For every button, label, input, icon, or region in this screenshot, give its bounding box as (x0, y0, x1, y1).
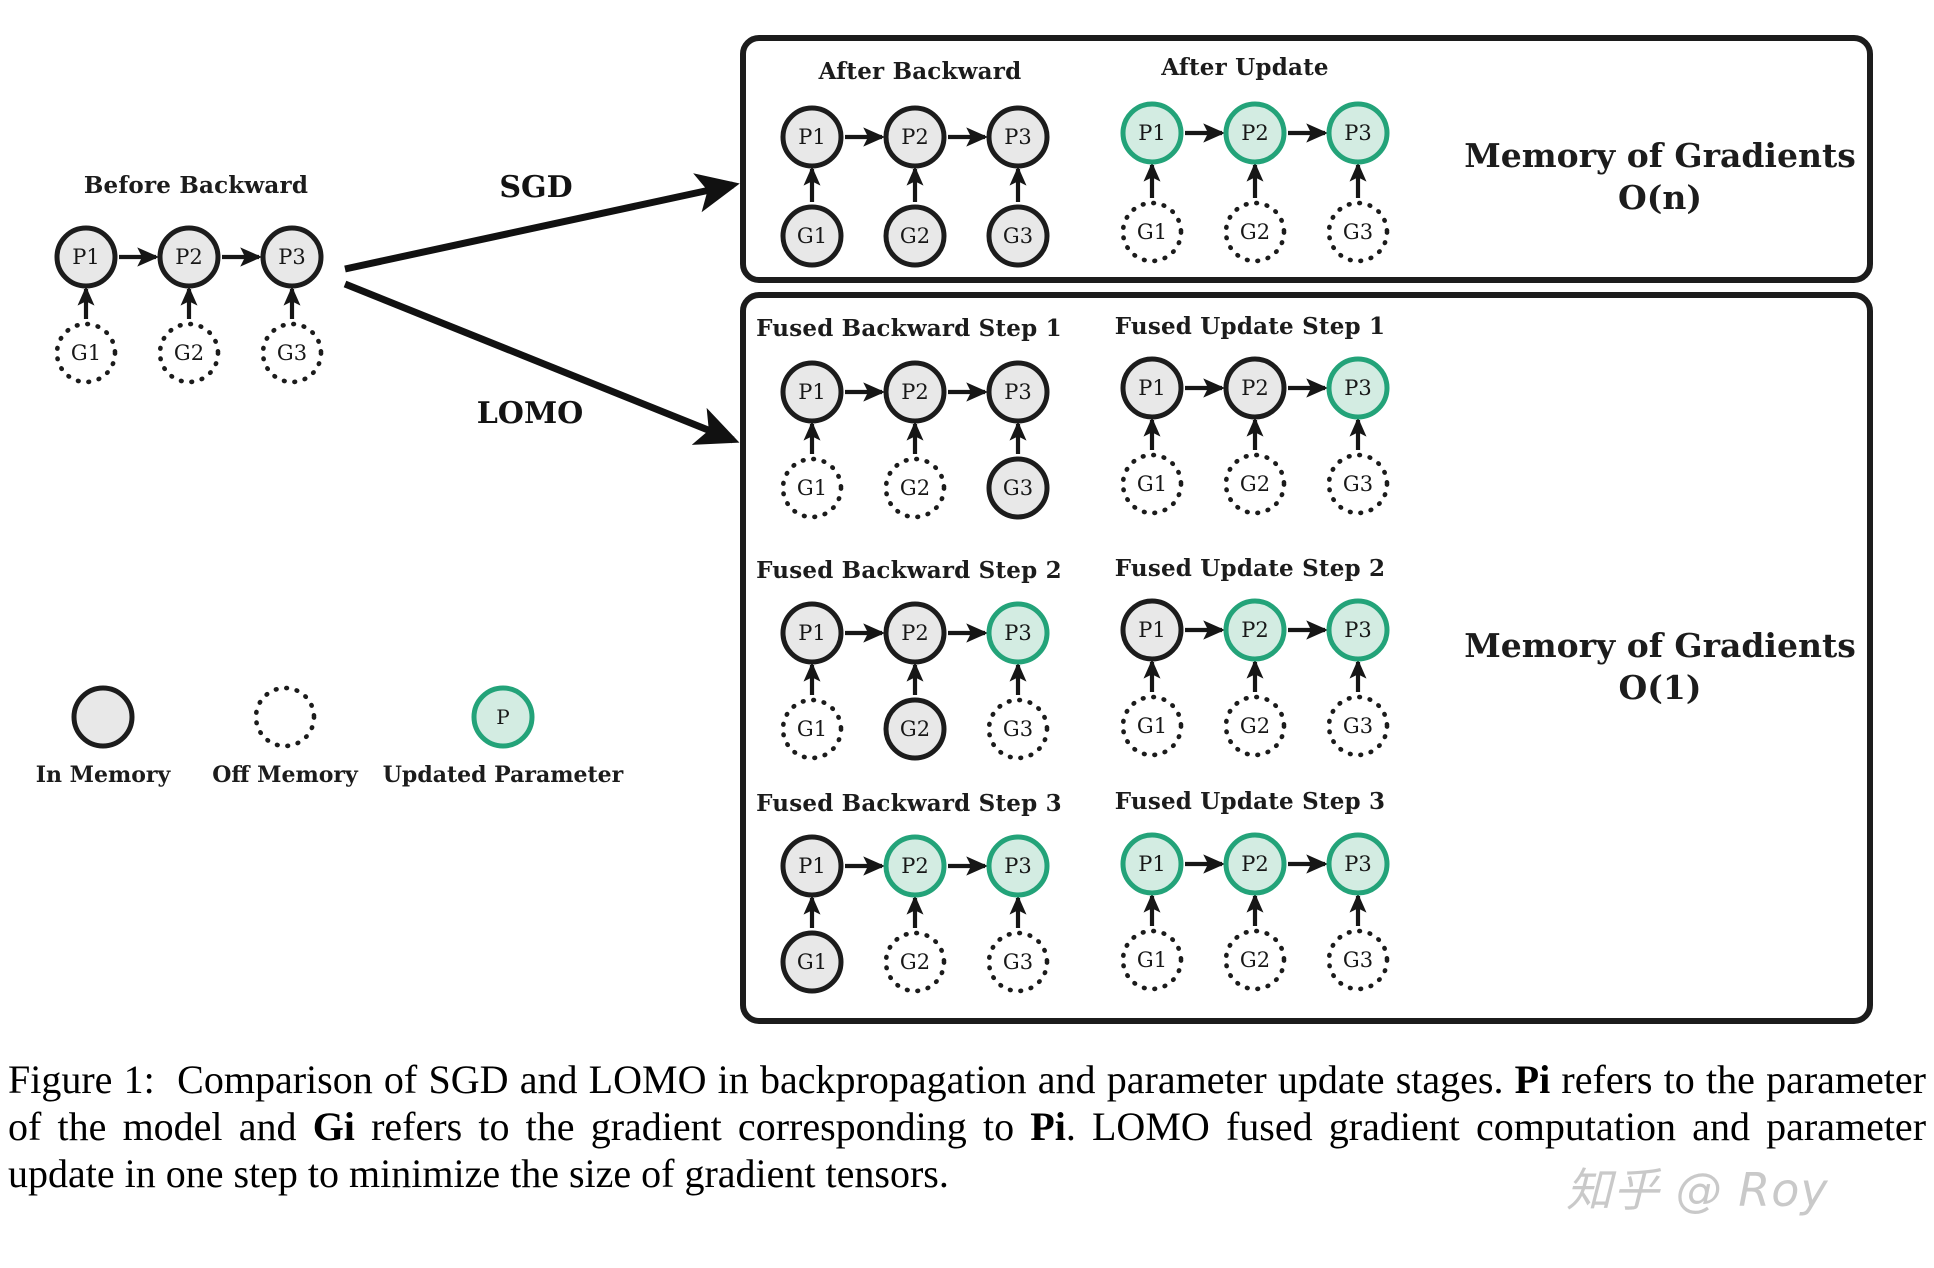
figure-diagram: Before Backward SGD LOMO After Backward … (35, 35, 1873, 1024)
memory-label-lomo: Memory of Gradients O(1) (1464, 625, 1856, 709)
branch-label-lomo: LOMO (476, 396, 584, 431)
panel-title-fused-backward-2: Fused Backward Step 2 (756, 557, 1062, 584)
after-update-grad-node-2 (1223, 200, 1287, 264)
fused-backward-1-param-node-3 (986, 360, 1050, 424)
fused-backward-1-grad-node-3 (986, 456, 1050, 520)
legend-swatch-updated-parameter (471, 685, 535, 749)
fused-update-3-param-node-1 (1120, 832, 1184, 896)
fused-update-1-grad-node-2 (1223, 452, 1287, 516)
branch-arrow-lomo (343, 280, 740, 445)
after-backward-param-node-3 (986, 105, 1050, 169)
after-backward-grad-node-3 (986, 204, 1050, 268)
sgd-container-box (740, 35, 1873, 283)
legend-swatch-in-memory (71, 685, 135, 749)
panel-title-fused-update-3: Fused Update Step 3 (1114, 788, 1386, 815)
before-backward-param-node-3 (260, 225, 324, 289)
memory-label-sgd-line2: O(n) (1618, 178, 1702, 218)
lomo-container-box (740, 292, 1873, 1024)
fused-update-3-param-node-3 (1326, 832, 1390, 896)
diagram-svg-layer (54, 35, 1873, 1024)
fused-update-2-param-node-1 (1120, 598, 1184, 662)
fused-update-3-grad-node-3 (1326, 928, 1390, 992)
fused-update-1-param-node-2 (1223, 356, 1287, 420)
after-update-param-node-2 (1223, 101, 1287, 165)
panel-title-fused-update-1: Fused Update Step 1 (1114, 313, 1386, 340)
after-update-grad-node-1 (1120, 200, 1184, 264)
fused-backward-2-grad-node-1 (780, 697, 844, 761)
figure-caption: Figure 1: Comparison of SGD and LOMO in … (8, 1056, 1926, 1198)
panel-title-fused-backward-3: Fused Backward Step 3 (756, 790, 1062, 817)
panel-title-after-update: After Update (1161, 54, 1329, 81)
fused-backward-2-grad-node-2 (883, 697, 947, 761)
caption-seg-2: refers to the parameter of the model and (8, 1057, 1926, 1150)
panel-title-after-backward: After Backward (818, 58, 1022, 85)
after-backward-param-node-1 (780, 105, 844, 169)
fused-backward-2-param-node-1 (780, 601, 844, 665)
memory-label-lomo-line1: Memory of Gradients (1464, 626, 1856, 665)
before-backward-grad-node-1 (54, 321, 118, 385)
before-backward-grad-node-3 (260, 321, 324, 385)
fused-update-1-grad-node-1 (1120, 452, 1184, 516)
memory-label-sgd-line1: Memory of Gradients (1464, 136, 1856, 175)
caption-figure-number: Figure 1: (8, 1057, 155, 1102)
legend-node-text-p: P (496, 705, 510, 729)
fused-update-1-grad-node-3 (1326, 452, 1390, 516)
caption-bold-gi: Gi (312, 1104, 355, 1150)
fused-update-1-param-node-3 (1326, 356, 1390, 420)
fused-backward-2-param-node-3 (986, 601, 1050, 665)
fused-backward-2-grad-node-3 (986, 697, 1050, 761)
memory-label-lomo-line2: O(1) (1618, 668, 1702, 708)
after-update-param-node-3 (1326, 101, 1390, 165)
before-backward-param-node-2 (157, 225, 221, 289)
fused-backward-1-grad-node-2 (883, 456, 947, 520)
after-backward-grad-node-1 (780, 204, 844, 268)
branch-arrow-sgd (344, 173, 740, 273)
fused-backward-3-grad-node-2 (883, 930, 947, 994)
panel-title-before-backward: Before Backward (83, 172, 309, 199)
legend-swatch-off-memory (253, 685, 317, 749)
fused-backward-3-grad-node-3 (986, 930, 1050, 994)
after-backward-param-node-2 (883, 105, 947, 169)
after-backward-grad-node-2 (883, 204, 947, 268)
fused-backward-3-param-node-3 (986, 834, 1050, 898)
legend-label-off-memory: Off Memory (212, 762, 358, 788)
legend-label-in-memory: In Memory (35, 762, 171, 788)
memory-label-sgd: Memory of Gradients O(n) (1464, 135, 1856, 219)
panel-title-fused-backward-1: Fused Backward Step 1 (756, 315, 1062, 342)
branch-label-sgd: SGD (499, 170, 573, 205)
before-backward-param-node-1 (54, 225, 118, 289)
fused-update-3-param-node-2 (1223, 832, 1287, 896)
fused-backward-3-param-node-2 (883, 834, 947, 898)
before-backward-grad-node-2 (157, 321, 221, 385)
fused-update-1-param-node-1 (1120, 356, 1184, 420)
after-update-grad-node-3 (1326, 200, 1390, 264)
fused-backward-1-grad-node-1 (780, 456, 844, 520)
legend-label-updated-parameter: Updated Parameter (382, 762, 624, 788)
fused-update-2-grad-node-2 (1223, 694, 1287, 758)
fused-update-3-grad-node-1 (1120, 928, 1184, 992)
fused-update-2-param-node-3 (1326, 598, 1390, 662)
fused-backward-1-param-node-2 (883, 360, 947, 424)
fused-backward-3-param-node-1 (780, 834, 844, 898)
fused-update-2-grad-node-1 (1120, 694, 1184, 758)
fused-backward-3-grad-node-1 (780, 930, 844, 994)
caption-seg-4: . LOMO fused gradient computation and pa… (8, 1104, 1927, 1197)
caption-bold-pi-2: Pi (1030, 1104, 1066, 1150)
panel-title-fused-update-2: Fused Update Step 2 (1114, 555, 1386, 582)
fused-backward-2-param-node-2 (883, 601, 947, 665)
caption-seg-1: Comparison of SGD and LOMO in backpropag… (165, 1057, 1515, 1102)
fused-update-2-grad-node-3 (1326, 694, 1390, 758)
after-update-param-node-1 (1120, 101, 1184, 165)
fused-update-3-grad-node-2 (1223, 928, 1287, 992)
fused-update-2-param-node-2 (1223, 598, 1287, 662)
caption-seg-3: refers to the gradient corresponding to (354, 1104, 1031, 1150)
fused-backward-1-param-node-1 (780, 360, 844, 424)
caption-bold-pi-1: Pi (1514, 1057, 1551, 1102)
